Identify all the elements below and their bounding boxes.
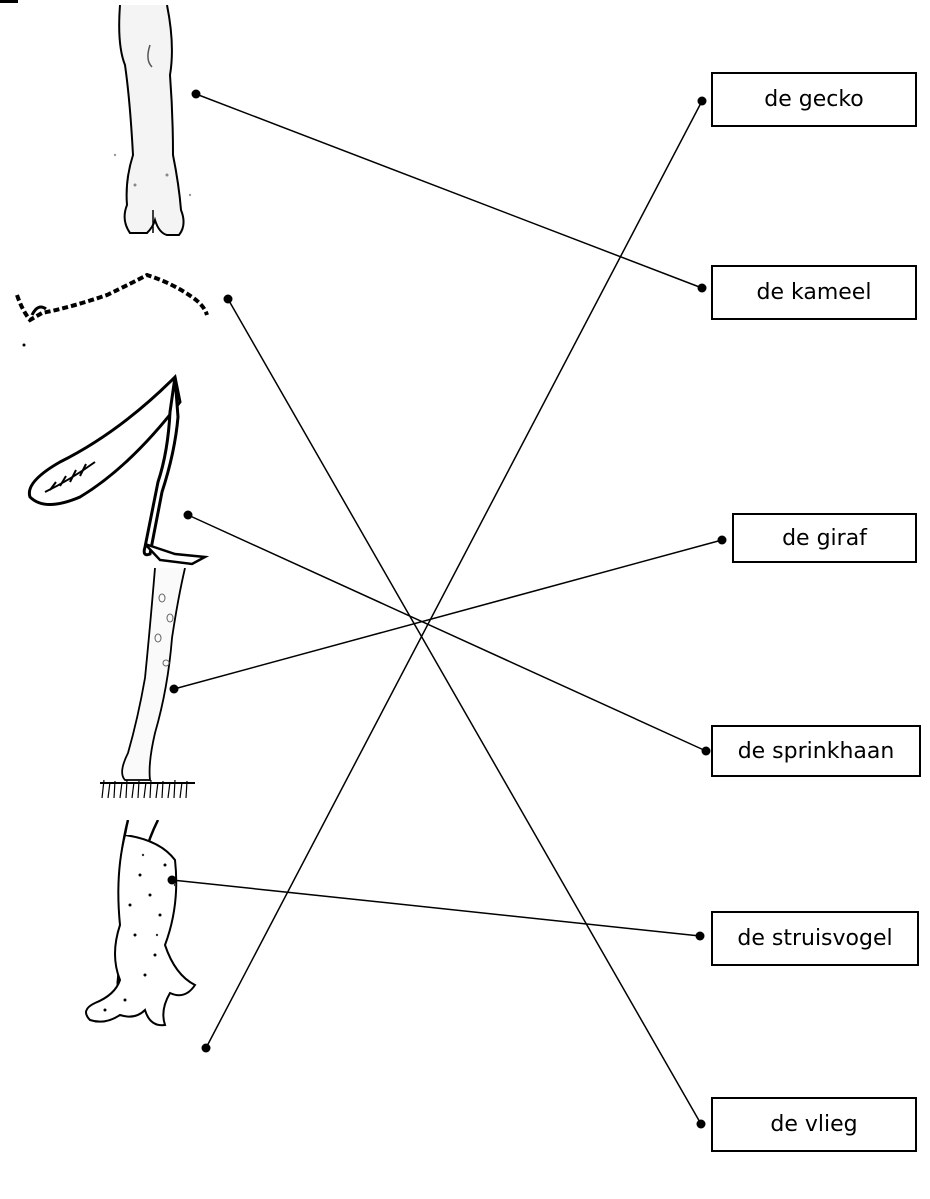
connection-line-sprinkhaan — [188, 515, 706, 751]
connection-line-struisvogel — [172, 880, 700, 936]
dot-giraffe — [170, 685, 179, 694]
dot-fly — [224, 295, 233, 304]
dot-label-giraf — [718, 536, 727, 545]
dot-label-sprinkhaan — [702, 747, 711, 756]
dot-grasshopper — [184, 511, 193, 520]
dot-gecko-leg — [202, 1044, 211, 1053]
dot-camel — [192, 90, 201, 99]
connection-line-kameel — [196, 94, 702, 288]
connection-line-vlieg — [228, 299, 701, 1124]
dot-ostrich — [168, 876, 177, 885]
connection-line-gecko — [206, 101, 702, 1048]
dot-label-struisvogel — [696, 932, 705, 941]
dot-label-vlieg — [697, 1120, 706, 1129]
dot-label-kameel — [698, 284, 707, 293]
connection-line-giraf — [174, 540, 722, 689]
dot-label-gecko — [698, 97, 707, 106]
